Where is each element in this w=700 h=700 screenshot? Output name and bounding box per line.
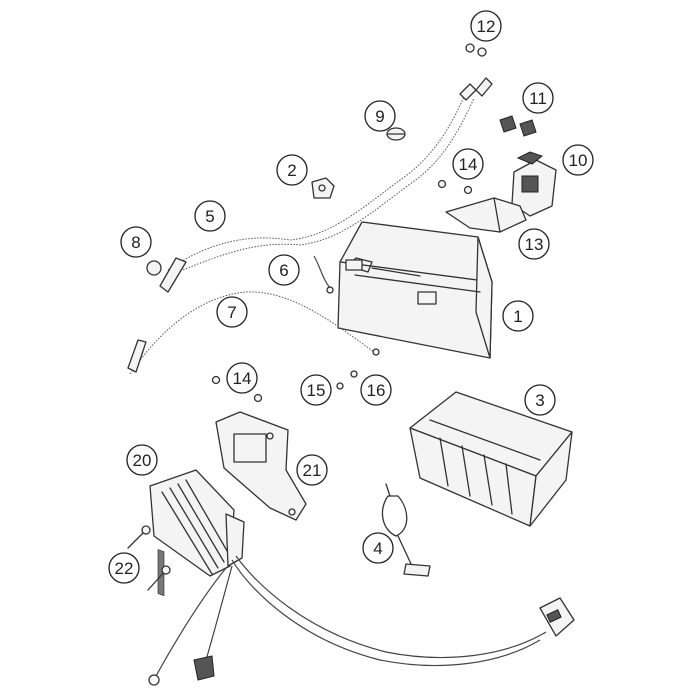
clamp-part	[311, 177, 335, 199]
relay-bracket	[445, 197, 527, 233]
callout-21: 21	[296, 454, 328, 486]
svg-text:8: 8	[131, 233, 140, 252]
callout-1: 1	[502, 300, 534, 332]
callout-20: 20	[126, 444, 158, 476]
callout-3: 3	[524, 384, 556, 416]
callout-15: 15	[300, 374, 332, 406]
callout-22: 22	[108, 552, 140, 584]
mounting-screws	[127, 525, 171, 591]
bolts-top	[465, 43, 487, 57]
callout-13: 13	[518, 228, 550, 260]
callout-6: 6	[268, 254, 300, 286]
cable-set	[127, 77, 493, 375]
voltage-regulator	[149, 469, 245, 597]
battery-strap	[381, 483, 431, 577]
svg-text:2: 2	[287, 161, 296, 180]
callout-2: 2	[276, 154, 308, 186]
battery	[337, 221, 493, 359]
svg-text:4: 4	[373, 539, 382, 558]
callout-14-lower: 14	[226, 362, 258, 394]
svg-text:5: 5	[205, 207, 214, 226]
callout-11: 11	[522, 82, 554, 114]
svg-text:12: 12	[477, 17, 496, 36]
svg-text:1: 1	[513, 307, 522, 326]
battery-tray	[409, 391, 573, 527]
svg-text:15: 15	[307, 381, 326, 400]
grommet	[386, 127, 406, 141]
callout-16: 16	[360, 374, 392, 406]
svg-text:14: 14	[233, 369, 252, 388]
svg-text:20: 20	[133, 451, 152, 470]
callout-8: 8	[120, 226, 152, 258]
screws-lower	[211, 370, 358, 403]
regulator-bracket	[215, 411, 307, 521]
screws-upper	[437, 179, 473, 195]
svg-text:22: 22	[115, 559, 134, 578]
svg-text:16: 16	[367, 381, 386, 400]
callout-9: 9	[364, 100, 396, 132]
svg-text:21: 21	[303, 461, 322, 480]
svg-text:6: 6	[279, 261, 288, 280]
callout-7: 7	[216, 296, 248, 328]
svg-text:13: 13	[525, 235, 544, 254]
svg-text:11: 11	[529, 89, 547, 108]
callout-4: 4	[362, 532, 394, 564]
svg-text:7: 7	[227, 303, 236, 322]
regulator-harness	[148, 555, 575, 686]
fuse-caps	[499, 115, 537, 137]
callouts: 1 2 3 4 5 6 7 8	[108, 10, 594, 584]
svg-text:14: 14	[459, 155, 478, 174]
callout-12: 12	[470, 10, 502, 42]
callout-14-upper: 14	[452, 148, 484, 180]
svg-text:10: 10	[569, 151, 588, 170]
svg-text:3: 3	[535, 391, 544, 410]
svg-text:9: 9	[375, 107, 384, 126]
callout-10: 10	[562, 144, 594, 176]
callout-5: 5	[194, 200, 226, 232]
